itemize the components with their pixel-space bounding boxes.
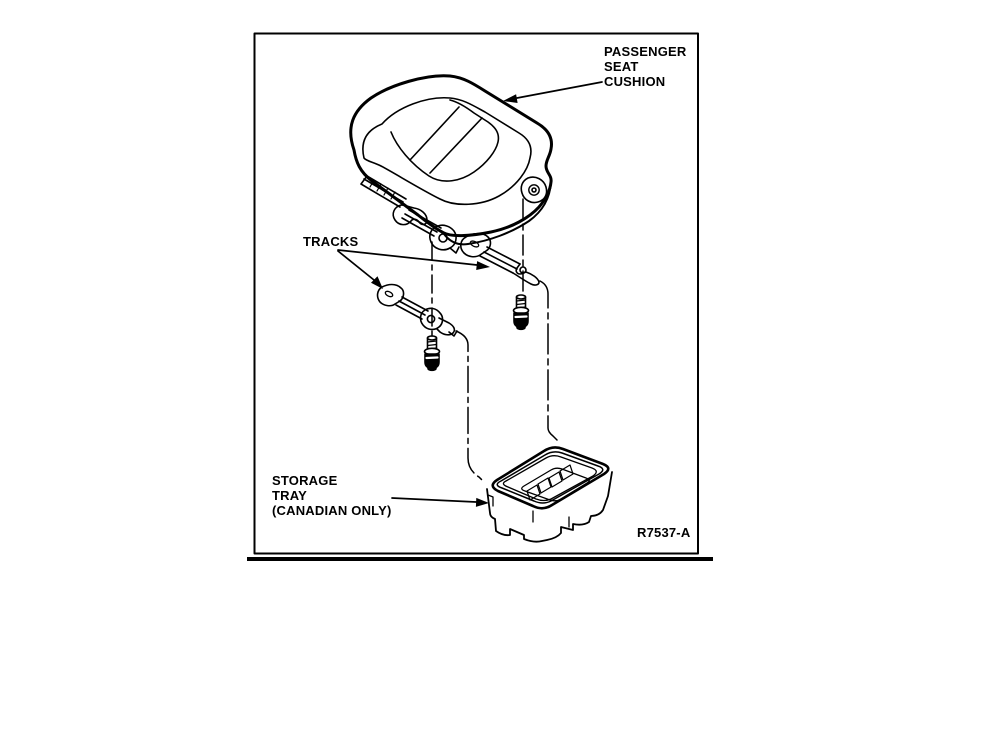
tracks-leader-arrow-left <box>337 250 383 289</box>
tray-floor-edge <box>521 467 590 502</box>
cushion-inner-seam <box>362 97 532 206</box>
label-line-1: PASSENGER <box>604 44 687 59</box>
label-line-3: (CANADIAN ONLY) <box>272 503 392 518</box>
track-bolt-hole <box>426 314 436 324</box>
track-body-lines <box>395 296 429 320</box>
bolt-right-drawing <box>512 293 530 331</box>
track-bolt-collar <box>419 307 444 331</box>
tray-inner-rim <box>496 451 604 504</box>
cushion-grommet-tab <box>520 176 548 204</box>
assembly-alignment-lines <box>431 198 558 482</box>
track-body-lines <box>479 246 521 274</box>
tray-outer-rim <box>491 446 610 510</box>
arrowhead <box>475 497 489 507</box>
grommet-outer <box>528 184 540 196</box>
rail-end-bracket <box>429 224 457 251</box>
tray-face-ticks <box>532 510 570 528</box>
leader-line <box>337 249 478 266</box>
label-line-3: CUSHION <box>604 74 666 89</box>
track-left-drawing <box>376 283 458 337</box>
label-line-1: STORAGE <box>272 473 338 488</box>
arrowhead <box>476 261 490 270</box>
figure-frame <box>247 32 713 561</box>
label-storage-tray: STORAGE TRAY (CANADIAN ONLY) <box>272 473 392 518</box>
label-line-2: SEAT <box>604 59 639 74</box>
tab-outline <box>520 176 548 204</box>
cushion-leader-arrow <box>503 81 603 103</box>
cushion-mounting-rail <box>360 175 460 254</box>
rail-hatch-ticks <box>369 179 396 200</box>
cushion-quilt-line-1 <box>409 106 460 161</box>
storage-tray-drawing <box>486 446 613 543</box>
track-right-drawing <box>460 232 540 286</box>
label-tracks: TRACKS <box>303 234 359 249</box>
tray-left-notch <box>487 494 494 507</box>
tray-rib <box>537 477 552 494</box>
tray-rib <box>526 484 541 501</box>
tracks-leader-arrow-right <box>337 249 490 270</box>
cushion-center-panel-seam <box>390 99 500 182</box>
seat-cushion-drawing <box>349 74 553 254</box>
leader-line <box>391 497 477 503</box>
tray-leader-arrow <box>391 497 489 507</box>
leader-line <box>516 81 603 99</box>
bolt-left-drawing <box>423 334 441 372</box>
tray-rib <box>548 471 563 488</box>
track-tail-tip <box>512 271 540 286</box>
tray-body-outline <box>486 471 613 543</box>
leader-line <box>337 250 375 281</box>
track-foot-tip <box>448 330 458 337</box>
frame-border <box>253 32 699 555</box>
grommet-inner <box>531 187 537 193</box>
tray-floor-ribs <box>526 464 574 501</box>
track-head-slot <box>469 240 480 248</box>
track-foot <box>436 317 456 336</box>
track-head-slot <box>384 290 394 298</box>
tray-opening-edge <box>502 455 597 502</box>
frame-shadow-rule <box>247 557 713 561</box>
arrowhead <box>503 94 518 103</box>
rail-body-lines <box>401 209 442 237</box>
arrowhead <box>371 276 383 289</box>
figure-code: R7537-A <box>637 525 691 540</box>
track-head <box>460 232 492 258</box>
leader-arrows <box>337 81 603 507</box>
track-bolt-hole <box>519 266 527 274</box>
rail-bracket-hole <box>438 233 448 243</box>
label-passenger-seat-cushion: PASSENGER SEAT CUSHION <box>604 44 686 89</box>
cushion-outline <box>349 74 553 238</box>
track-head <box>376 283 405 307</box>
tray-rib <box>559 464 574 481</box>
alignment-line-left-to-tray <box>455 330 484 482</box>
rail-bracket-tip <box>449 246 460 254</box>
alignment-line-right-to-tray <box>539 280 558 441</box>
cushion-quilt-line-2 <box>429 117 483 174</box>
rail-stub-lines <box>360 175 407 208</box>
label-line-2: TRAY <box>272 488 307 503</box>
